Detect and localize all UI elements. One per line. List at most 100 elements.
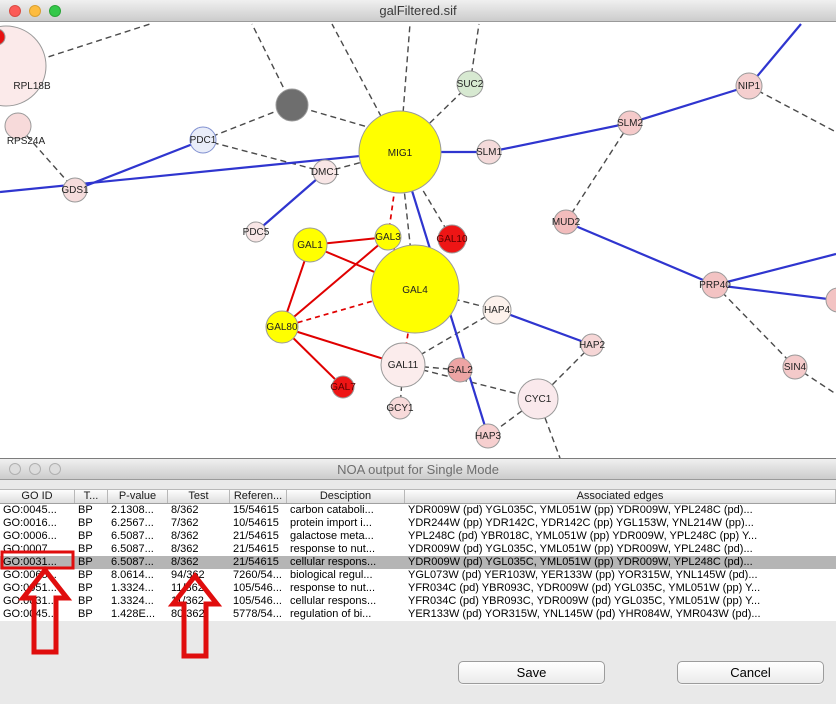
node-label: GAL7: [330, 382, 356, 393]
graph-edge[interactable]: [714, 284, 796, 368]
node-gds1[interactable]: [62, 177, 88, 203]
table-cell: BP: [78, 582, 93, 594]
node-label: SLM2: [617, 118, 644, 129]
node-slm1[interactable]: [476, 139, 502, 165]
node-pdc1[interactable]: [189, 126, 217, 154]
table-cell: 15/54615: [233, 504, 279, 516]
table-cell: BP: [78, 530, 93, 542]
network-window-titlebar[interactable]: galFiltered.sif: [0, 0, 836, 22]
table-cell: BP: [78, 595, 93, 607]
node-mig1[interactable]: [358, 110, 442, 194]
column-header-referen-[interactable]: Referen...: [230, 490, 287, 503]
node[interactable]: [0, 29, 6, 45]
column-header-desciption[interactable]: Desciption: [287, 490, 405, 503]
node-gal7[interactable]: [331, 375, 355, 399]
table-cell: 7/362: [171, 517, 199, 529]
graph-edge[interactable]: [0, 150, 401, 194]
graph-edge[interactable]: [714, 252, 836, 287]
node-label: DMC1: [311, 167, 340, 178]
table-cell: 105/546...: [233, 595, 282, 607]
graph-edge[interactable]: [255, 171, 326, 233]
node-label: GAL2: [447, 365, 473, 376]
noa-window-titlebar[interactable]: NOA output for Single Mode: [0, 459, 836, 480]
graph-edge[interactable]: [565, 220, 716, 287]
node-prp40[interactable]: [701, 271, 729, 299]
column-header-p-value[interactable]: P-value: [108, 490, 168, 503]
node-hap4[interactable]: [482, 295, 512, 325]
network-canvas[interactable]: RPL18BRPS24AGDS1PDC1MIG1SUC2SLM1SLM2NIP1…: [0, 22, 836, 458]
minimize-button[interactable]: [29, 463, 41, 475]
node-mud2[interactable]: [553, 209, 579, 235]
node-gcy1[interactable]: [388, 396, 412, 420]
node-gal4[interactable]: [370, 244, 460, 334]
node-label: GAL4: [402, 285, 428, 296]
node-pdc5[interactable]: [245, 221, 267, 243]
graph-edge[interactable]: [488, 121, 631, 154]
column-header-go-id[interactable]: GO ID: [0, 490, 75, 503]
table-cell: 21/54615: [233, 556, 279, 568]
graph-edge[interactable]: [74, 138, 204, 192]
node-label: GAL11: [388, 360, 419, 371]
minimize-button[interactable]: [29, 4, 41, 17]
column-header-t-[interactable]: T...: [75, 490, 108, 503]
graph-edge[interactable]: [402, 364, 539, 400]
table-cell: 1.428E...: [111, 608, 156, 620]
graph-edge[interactable]: [794, 366, 836, 395]
node-hap2[interactable]: [580, 333, 604, 357]
node-dmc1[interactable]: [312, 159, 338, 185]
zoom-button[interactable]: [49, 463, 61, 475]
node-gal3[interactable]: [374, 223, 402, 251]
graph-edge[interactable]: [202, 139, 326, 173]
node-rpl18b[interactable]: [0, 25, 47, 107]
node-gal80[interactable]: [265, 310, 299, 344]
node-gal1[interactable]: [292, 227, 328, 263]
node-gal2[interactable]: [447, 357, 473, 383]
graph-edge[interactable]: [565, 122, 631, 223]
column-header-associated-edges[interactable]: Associated edges: [405, 490, 836, 503]
close-button[interactable]: [9, 4, 21, 17]
graph-edge[interactable]: [402, 309, 498, 366]
node-gal10[interactable]: [437, 224, 467, 254]
node-cyc1[interactable]: [517, 378, 559, 420]
table-cell: GO:0007...: [3, 543, 57, 555]
node-nip1[interactable]: [735, 72, 763, 100]
graph-edge[interactable]: [19, 127, 76, 191]
network-window-title: galFiltered.sif: [379, 3, 457, 18]
table-cell: protein import i...: [290, 517, 372, 529]
graph-edge[interactable]: [629, 84, 750, 125]
cancel-button[interactable]: Cancel: [677, 661, 824, 684]
node-gal11[interactable]: [380, 342, 426, 388]
node-suc2[interactable]: [456, 70, 484, 98]
graph-edge[interactable]: [496, 308, 593, 347]
graph-edge[interactable]: [714, 283, 836, 302]
node-label: SUC2: [457, 79, 484, 90]
zoom-button[interactable]: [49, 4, 61, 17]
graph-edge[interactable]: [281, 236, 389, 328]
table-cell: GO:0031...: [3, 556, 57, 568]
save-button[interactable]: Save: [458, 661, 605, 684]
graph-edge[interactable]: [748, 85, 836, 133]
table-cell: cellular respons...: [290, 595, 377, 607]
node-slm2[interactable]: [617, 110, 643, 136]
node[interactable]: [825, 287, 836, 313]
close-button[interactable]: [9, 463, 21, 475]
column-header-test[interactable]: Test: [168, 490, 230, 503]
node[interactable]: [275, 88, 309, 122]
node-label: MUD2: [552, 217, 581, 228]
table-cell: 21/54615: [233, 530, 279, 542]
table-cell: BP: [78, 517, 93, 529]
node-sin4[interactable]: [782, 354, 808, 380]
table-cell: 94/362: [171, 569, 205, 581]
node-rps24a[interactable]: [4, 112, 32, 140]
node-hap3[interactable]: [475, 423, 501, 449]
